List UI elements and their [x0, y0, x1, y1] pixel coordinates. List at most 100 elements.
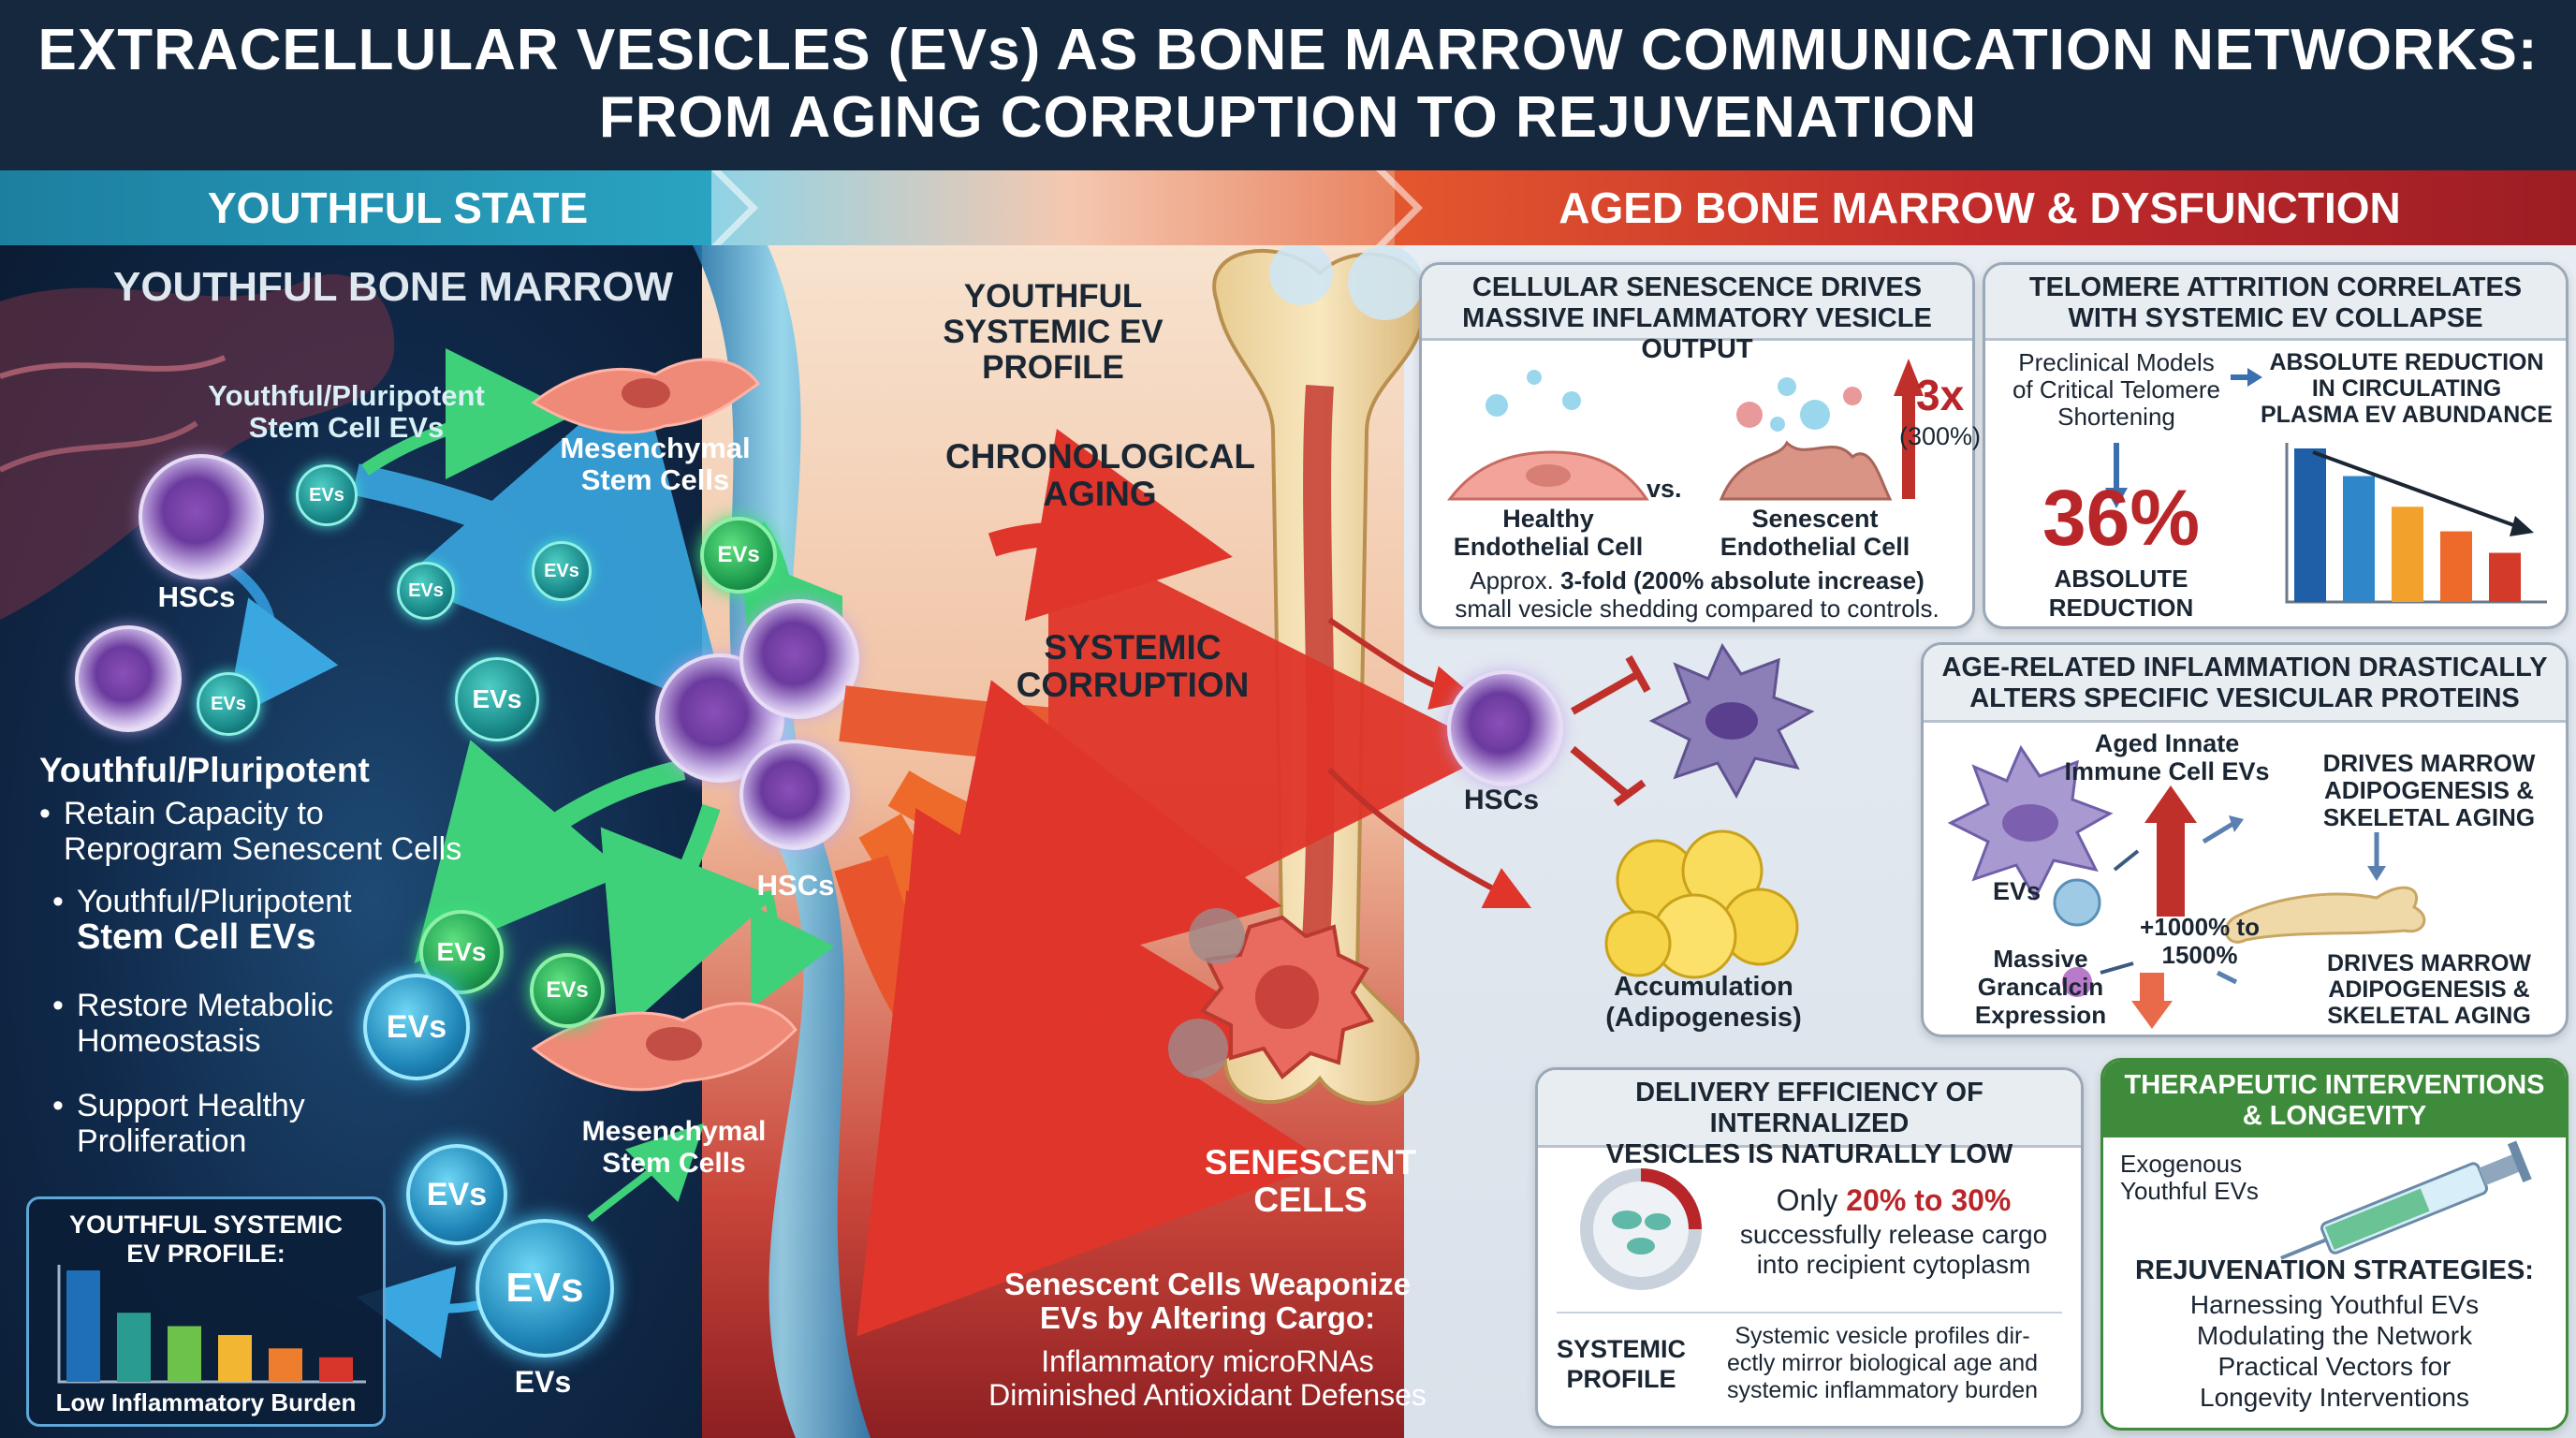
youthful-systemic-ev-profile-label: YOUTHFUL SYSTEMIC EV PROFILE — [943, 278, 1164, 386]
bullet-proliferation-text: Support Healthy Proliferation — [77, 1088, 305, 1159]
exogenous-evs-label: Exogenous Youthful EVs — [2120, 1150, 2259, 1205]
marrow-tissue-illustration — [0, 274, 395, 620]
delivery-divider — [1557, 1312, 2062, 1313]
youthful-state-band — [0, 170, 739, 245]
grancalcin-label: Massive Grancalcin Expression — [1974, 945, 2107, 1029]
msc-label-top: Mesenchymal Stem Cells — [560, 432, 751, 496]
youthful-profile-bar — [168, 1326, 201, 1382]
telomere-card: TELOMERE ATTRITION CORRELATES WITH SYSTE… — [1983, 262, 2569, 629]
delivery-card: DELIVERY EFFICIENCY OF INTERNALIZED VESI… — [1535, 1067, 2084, 1429]
syringe-icon — [2280, 1140, 2532, 1260]
youthful-marrow-heading: YOUTHFUL BONE MARROW — [112, 264, 674, 310]
telomere-arrows — [2105, 368, 2262, 508]
youthful-signal-arrows — [221, 348, 842, 1359]
telomere-models-label: Preclinical Models of Critical Telomere … — [2012, 348, 2221, 431]
corruption-arrows — [834, 429, 1532, 1337]
telomere-bar — [2489, 552, 2521, 602]
evs-label-bottom: EVs — [514, 1365, 572, 1399]
drives-top-label: DRIVES MARROW ADIPOGENESIS & SKELETAL AG… — [2322, 749, 2536, 831]
mesenchymal-stem-cell — [531, 358, 761, 434]
telomere-card-title: TELOMERE ATTRITION CORRELATES WITH SYSTE… — [2028, 272, 2523, 333]
youthful-ev-label: Youthful/Pluripotent Stem Cell EVs — [208, 379, 485, 444]
telomere-bar — [2343, 476, 2375, 602]
senescence-note: Approx. 3-fold (200% absolute increase) … — [1431, 566, 1963, 623]
senescent-cells-cluster — [1168, 908, 1375, 1079]
youthful-profile-bar — [117, 1313, 151, 1382]
ev-vesicle: EVs — [700, 517, 777, 594]
systemic-profile-text: Systemic vesicle profiles dir- ectly mir… — [1726, 1323, 2039, 1403]
telomere-decline-arrowhead — [2510, 516, 2534, 536]
strategies-list: Harnessing Youthful EVs Modulating the N… — [2189, 1290, 2480, 1412]
telomere-bar — [2294, 448, 2326, 602]
drives-bottom-label: DRIVES MARROW ADIPOGENESIS & SKELETAL AG… — [2326, 950, 2532, 1029]
delivery-rest: successfully release cargo into recipien… — [1739, 1220, 2048, 1279]
delivery-efficiency-ring — [1580, 1168, 1702, 1290]
fold-increase-value: 3x — [1916, 371, 1965, 419]
hsc-cell — [139, 454, 264, 580]
aged-band — [1395, 170, 2576, 245]
bullet-reprogram-text: Retain Capacity to Reprogram Senescent C… — [64, 796, 462, 867]
senescence-note-post: small vesicle shedding compared to contr… — [1455, 594, 1939, 623]
telomere-reduction-label: ABSOLUTE REDUCTION IN CIRCULATING PLASMA… — [2260, 349, 2554, 428]
youthful-profile-axis — [57, 1265, 366, 1384]
bullet-stem-cell-evs-pre: Youthful/Pluripotent — [77, 884, 352, 919]
ev-vesicle: EVs — [397, 562, 455, 620]
ev-vesicle: EVs — [530, 953, 605, 1028]
inflammation-card-header — [1924, 645, 2566, 723]
page-title: EXTRACELLULAR VESICLES (EVs) AS BONE MAR… — [0, 17, 2576, 152]
band-label-aged: AGED BONE MARROW & DYSFUNCTION — [1559, 183, 2401, 232]
delivery-efficiency-arc — [1640, 1168, 1702, 1230]
youthful-ev-profile-box: YOUTHFUL SYSTEMIC EV PROFILE: Low Inflam… — [26, 1196, 386, 1427]
bullet-stem-cell-evs-bold: Stem Cell EVs — [77, 917, 316, 957]
grancalcin-increase: +1000% to 1500% — [2140, 913, 2260, 969]
youthful-profile-title: YOUTHFUL SYSTEMIC EV PROFILE: — [68, 1211, 344, 1268]
ev-vesicle: EVs — [363, 974, 470, 1080]
inflammation-evs-label: EVs — [1993, 877, 2042, 905]
youthful-profile-bar — [269, 1348, 302, 1382]
healthy-cell-label: Healthy Endothelial Cell — [1453, 505, 1644, 561]
bullet-metabolic: • — [52, 988, 64, 1023]
aged-hsc-cell — [1447, 670, 1563, 786]
vs-label: vs. — [1647, 475, 1682, 503]
delivery-card-title: DELIVERY EFFICIENCY OF INTERNALIZED VESI… — [1605, 1078, 2013, 1169]
senescence-card-title: CELLULAR SENESCENCE DRIVES MASSIVE INFLA… — [1462, 272, 1932, 364]
delivery-range: 20% to 30% — [1846, 1183, 2012, 1217]
hsc-cell — [75, 625, 182, 732]
telomere-decline-chart — [2285, 443, 2547, 604]
delivery-card-header — [1538, 1070, 2081, 1148]
title-line-1: EXTRACELLULAR VESICLES (EVs) AS BONE MAR… — [37, 18, 2539, 82]
inflammation-card: AGE-RELATED INFLAMMATION DRASTICALLY ALT… — [1921, 642, 2569, 1037]
ev-vesicle: EVs — [197, 672, 260, 736]
senescence-card-header — [1422, 265, 1972, 341]
senescent-cells-label: SENESCENT CELLS — [1204, 1143, 1417, 1219]
systemic-corruption-label: SYSTEMIC CORRUPTION — [1016, 628, 1250, 704]
transition-band — [711, 170, 1423, 245]
weaponize-title: Senescent Cells Weaponize EVs by Alterin… — [1003, 1267, 1412, 1335]
title-line-2: FROM AGING CORRUPTION TO REJUVENATION — [598, 85, 1978, 150]
band-label-youthful: YOUTHFUL STATE — [207, 183, 589, 232]
strategies-title: REJUVENATION STRATEGIES: — [2135, 1255, 2534, 1285]
youthful-profile-bar — [66, 1270, 100, 1382]
senescence-card: CELLULAR SENESCENCE DRIVES MASSIVE INFLA… — [1419, 262, 1981, 629]
therapy-card-title: THERAPEUTIC INTERVENTIONS & LONGEVITY — [2124, 1070, 2545, 1131]
bullet-stem-cell-evs: • — [52, 884, 64, 919]
senescence-note-bold: 3-fold (200% absolute increase) — [1560, 566, 1925, 594]
ev-vesicle: EVs — [455, 657, 539, 741]
therapy-card-header — [2103, 1061, 2566, 1137]
weaponize-items: Inflammatory microRNAs Diminished Antiox… — [988, 1344, 1427, 1412]
telomere-big-label: ABSOLUTE REDUCTION — [2048, 565, 2194, 622]
systemic-profile-label: SYSTEMIC PROFILE — [1556, 1335, 1687, 1393]
telomere-big-value: 36% — [2042, 474, 2201, 562]
aged-immune-cell — [1648, 642, 1815, 800]
adipocyte-cluster — [1604, 829, 1799, 979]
telomere-bar — [2392, 506, 2423, 602]
youthful-profile-bar — [218, 1335, 252, 1382]
inflammation-illustration — [1947, 744, 2426, 1029]
chronological-aging-label: CHRONOLOGICAL AGING — [945, 437, 1255, 513]
hsc-cell — [739, 599, 859, 719]
inflammation-card-title: AGE-RELATED INFLAMMATION DRASTICALLY ALT… — [1941, 653, 2548, 713]
aged-hsc-label: HSCs — [1463, 785, 1540, 815]
fold-increase-percent: (300%) — [1899, 422, 1982, 450]
title-bar — [0, 0, 2576, 170]
msc-label-bottom: Mesenchymal Stem Cells — [581, 1116, 767, 1179]
